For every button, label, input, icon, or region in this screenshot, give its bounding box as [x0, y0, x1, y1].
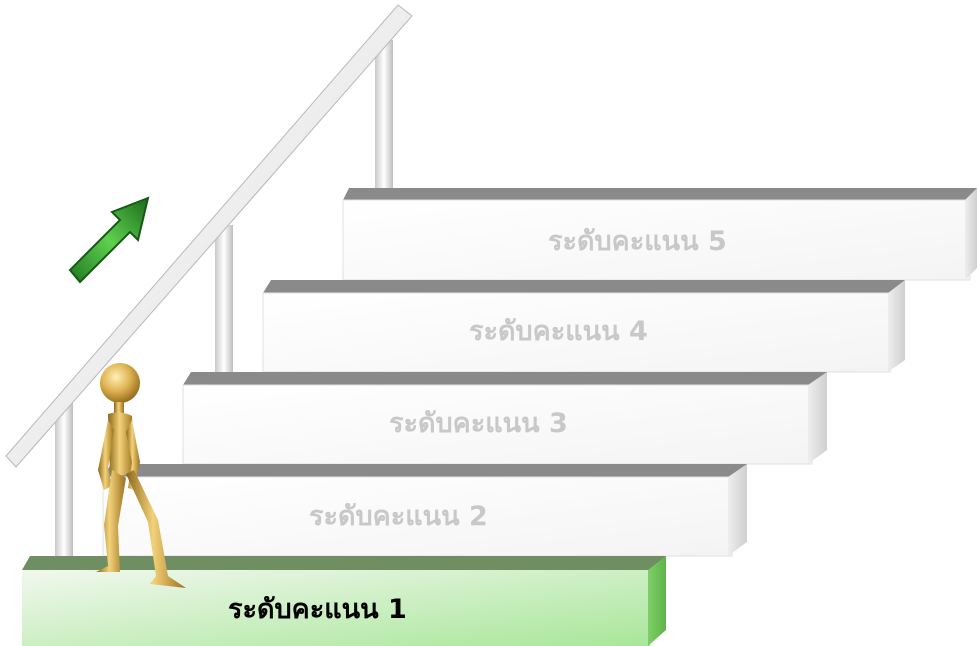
rail-post: [375, 40, 393, 200]
step-2-label: ระดับคะแนน 2: [309, 501, 488, 532]
gold-figure-icon: [96, 363, 186, 588]
step-5: [342, 188, 977, 281]
handrail: [5, 4, 413, 468]
step-1-label: ระดับคะแนน 1: [228, 594, 407, 625]
up-arrow-icon: [68, 196, 150, 284]
step-4: [262, 280, 905, 373]
rail-post: [55, 400, 73, 570]
step-3-label: ระดับคะแนน 3: [389, 408, 568, 439]
step-4-label: ระดับคะแนน 4: [469, 316, 648, 347]
rail-post: [215, 225, 233, 383]
step-5-label: ระดับคะแนน 5: [548, 226, 727, 257]
step-2: [102, 464, 747, 557]
step-3: [182, 372, 827, 465]
step-1: [22, 556, 666, 646]
